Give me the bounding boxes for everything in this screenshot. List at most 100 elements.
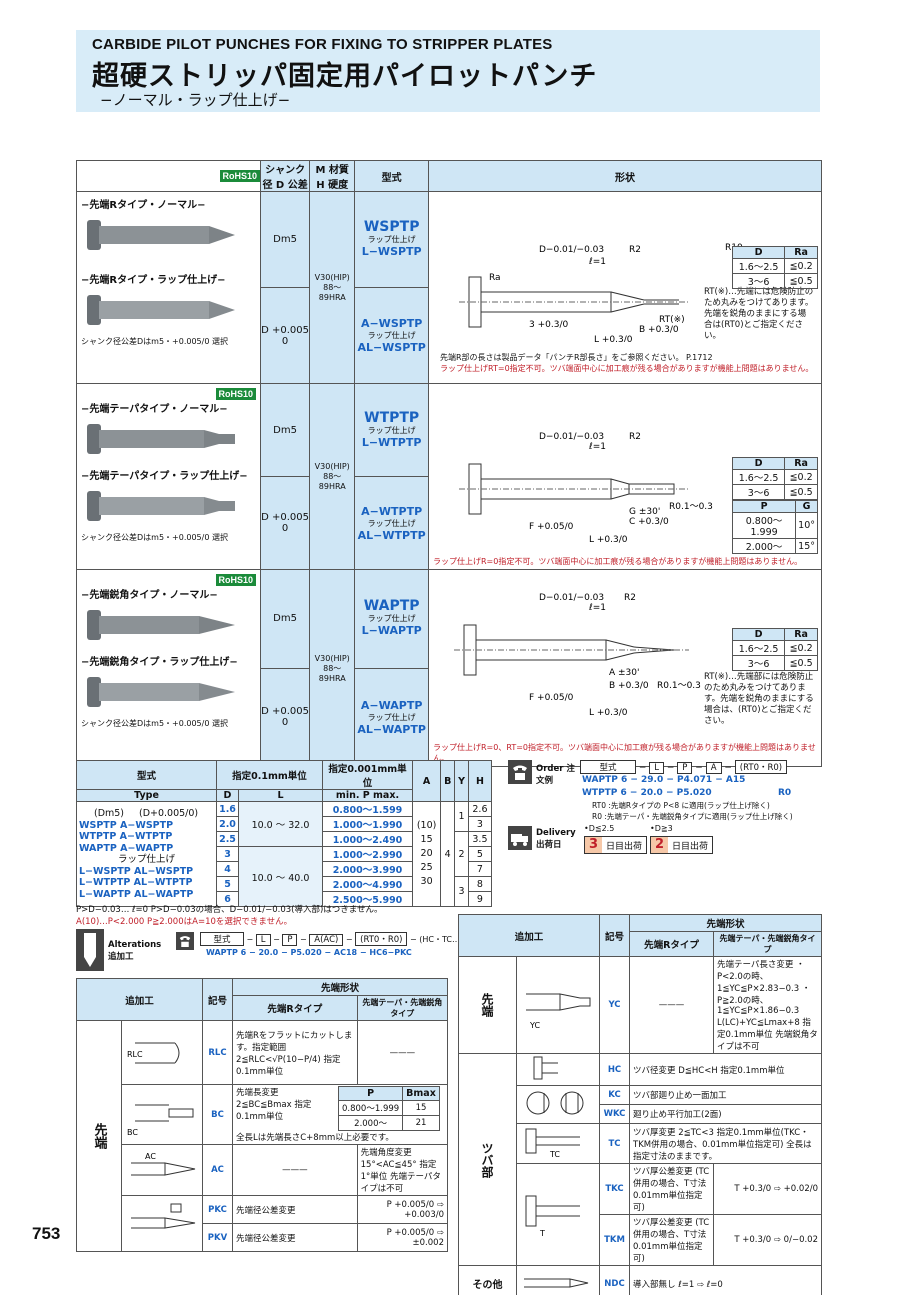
- svg-text:BC: BC: [127, 1128, 138, 1137]
- lap-label: ラップ仕上げ: [355, 518, 428, 529]
- row2-label-lap: −先端テーパタイプ・ラップ仕上げ−: [77, 467, 260, 482]
- shank-m5: Dm5: [261, 384, 310, 477]
- svg-text:A ±30': A ±30': [609, 668, 640, 678]
- code-wsptp: WSPTP: [355, 221, 428, 234]
- svg-text:G ±30': G ±30': [629, 507, 660, 517]
- lap-label: ラップ仕上げ: [355, 330, 428, 341]
- alt-h: 記号: [600, 915, 630, 957]
- code-wtptp: WTPTP: [355, 412, 428, 425]
- spec-type-line: WSPTP A−WSPTP: [79, 820, 214, 832]
- code-a-wsptp: A−WSPTP: [355, 317, 428, 330]
- alter-table-left: 追加工記号先端形状 先端Rタイプ先端テーパ・先端鋭角タイプ 先端 RLC RLC…: [76, 978, 448, 1252]
- alt-h: 追加工: [77, 979, 203, 1021]
- svg-text:T: T: [539, 1229, 545, 1238]
- spec-h: 2.6: [468, 802, 491, 817]
- order-example-2: WTPTP 6 − 20.0 − P5.020: [582, 788, 712, 798]
- alt-tkc-r: ツバ厚公差変更 (TC併用の場合、T寸法0.01mm単位指定可): [630, 1164, 714, 1215]
- order-col: (RT0・R0): [735, 760, 787, 774]
- bmax-cell: 2.000〜: [339, 1116, 403, 1131]
- code-waptp: WAPTP: [355, 600, 428, 613]
- svg-text:B +0.3/0: B +0.3/0: [639, 325, 679, 335]
- alt-bc-r: 先端長変更 2≦BC≦Bmax 指定0.1mm単位: [236, 1086, 332, 1131]
- row3-side-note: RT(※)…先端部には危険防止のため丸みをつけてあります。先端を鋭角のままにする…: [700, 670, 818, 729]
- spec-h2-type: Type: [77, 790, 217, 802]
- delivery-days: 3: [585, 837, 602, 853]
- alt-h: 先端テーパ・先端鋭角タイプ: [714, 932, 822, 957]
- spec-h2-p: min. P max.: [323, 790, 413, 802]
- alt-rlc-t: ———: [357, 1021, 447, 1085]
- bmax-cell: 21: [403, 1116, 440, 1131]
- spec-l: 10.0 〜 40.0: [239, 847, 323, 907]
- truck-icon: [508, 826, 532, 850]
- header-type: 型式: [355, 161, 429, 192]
- spec-h-01: 指定0.1mm単位: [217, 761, 323, 790]
- alt-tkm-t: T +0.3/0 ⇨ 0/−0.02: [714, 1215, 822, 1266]
- spec-h: 8: [468, 877, 491, 892]
- svg-text:F +0.05/0: F +0.05/0: [529, 693, 574, 703]
- svg-text:ℓ=1: ℓ=1: [588, 257, 606, 267]
- spec-type-line: L−WTPTP AL−WTPTP: [79, 877, 214, 889]
- row3-label-lap: −先端鋭角タイプ・ラップ仕上げ−: [77, 653, 260, 668]
- alt-diagram: YC: [517, 957, 600, 1054]
- alt-diagram: [517, 1266, 600, 1295]
- row2-images: RoHS10 −先端テーパタイプ・ノーマル− −先端テーパタイプ・ラップ仕上げ−…: [77, 384, 261, 570]
- spec-h-y: Y: [455, 761, 469, 802]
- bmax-h: P: [339, 1087, 403, 1101]
- shank-p: D +0.005 0: [261, 668, 310, 767]
- dra-h-ra: Ra: [785, 458, 818, 470]
- dra-h-ra: Ra: [785, 629, 818, 641]
- order-col: A: [706, 762, 722, 774]
- material-value: V30(HIP) 88〜89HRA: [310, 570, 355, 767]
- alt-group: 先端: [77, 1021, 122, 1252]
- svg-text:R0.1〜0.3: R0.1〜0.3: [657, 681, 701, 691]
- diagram-pkc-icon: [125, 1200, 199, 1244]
- alt-code-tkm: TKM: [600, 1215, 630, 1266]
- code-l-waptp: L−WAPTP: [355, 624, 428, 637]
- diagram-hc-icon: [520, 1055, 560, 1081]
- alteration-tool-icon: [76, 929, 104, 971]
- spec-h2-d: D: [217, 790, 239, 802]
- shank-m5: Dm5: [261, 192, 310, 288]
- code-al-waptp: AL−WAPTP: [355, 723, 428, 736]
- alt-pkc-t: P +0.005/0 ⇨ +0.003/0: [357, 1196, 447, 1224]
- alter-title: Alterations 追加工: [108, 940, 154, 962]
- alt-h: 先端Rタイプ: [630, 932, 714, 957]
- spec-type-line: ラップ仕上げ: [79, 854, 214, 866]
- spec-a-val: 15: [415, 833, 438, 847]
- alt-pkv-t: P +0.005/0 ⇨ ±0.002: [357, 1224, 447, 1252]
- alter-col: 型式: [200, 932, 244, 946]
- spec-a-val: (10): [415, 819, 438, 833]
- shank-note: シャンク径公差Dはm5・+0.005/0 選択: [77, 716, 260, 731]
- svg-text:F +0.05/0: F +0.05/0: [529, 522, 574, 532]
- rohs-badge: RoHS10: [220, 170, 261, 182]
- alter-example: WAPTP 6 − 20.0 − P5.020 − AC18 − HC6−PKC: [206, 948, 412, 957]
- alt-yc-t: 先端テーパ長さ変更 ・P<2.0の時、1≦YC≦P×2.83−0.3 ・P≧2.…: [714, 957, 822, 1054]
- row1-side-note: RT(※)…先端には危険防止のため丸みをつけてあります。先端を鋭角のままにする場…: [700, 285, 818, 344]
- alt-diagram: RLC: [122, 1021, 203, 1085]
- spec-h: 3.5: [468, 832, 491, 847]
- alt-yc-r: ———: [630, 957, 714, 1054]
- delivery-days: 2: [651, 837, 668, 853]
- spec-h-b: B: [441, 761, 455, 802]
- alter-col: P: [282, 934, 297, 946]
- svg-text:L +0.3/0: L +0.3/0: [589, 708, 628, 718]
- order-example-1: WAPTP 6 − 29.0 − P4.071 − A15: [582, 775, 745, 785]
- row1-note-b: ラップ仕上げRT=0指定不可。ツバ端面中心に加工痕が残る場合がありますが機能上問…: [436, 361, 820, 376]
- svg-text:ℓ=1: ℓ=1: [588, 603, 606, 613]
- spec-types: (Dm5)(D+0.005/0) WSPTP A−WSPTP WTPTP A−W…: [77, 802, 217, 907]
- alt-tc-r: ツバ厚変更 2≦TC<3 指定0.1mm単位(TKC・TKM併用の場合、0.01…: [630, 1124, 822, 1164]
- row3-label-normal: −先端鋭角タイプ・ノーマル−: [77, 586, 260, 601]
- pin-image-icon: [87, 419, 237, 459]
- order-columns: 型式 − L − P − A − (RT0・R0): [580, 760, 787, 774]
- spec-y: 2: [455, 832, 469, 877]
- svg-text:R2: R2: [629, 432, 641, 442]
- alt-bc-r2: 全長Lは先端長さC+8mm以上必要です。: [236, 1131, 444, 1143]
- alt-h: 追加工: [459, 915, 600, 957]
- spec-p: 2.000〜3.990: [323, 862, 413, 877]
- alt-code-kc: KC: [600, 1086, 630, 1105]
